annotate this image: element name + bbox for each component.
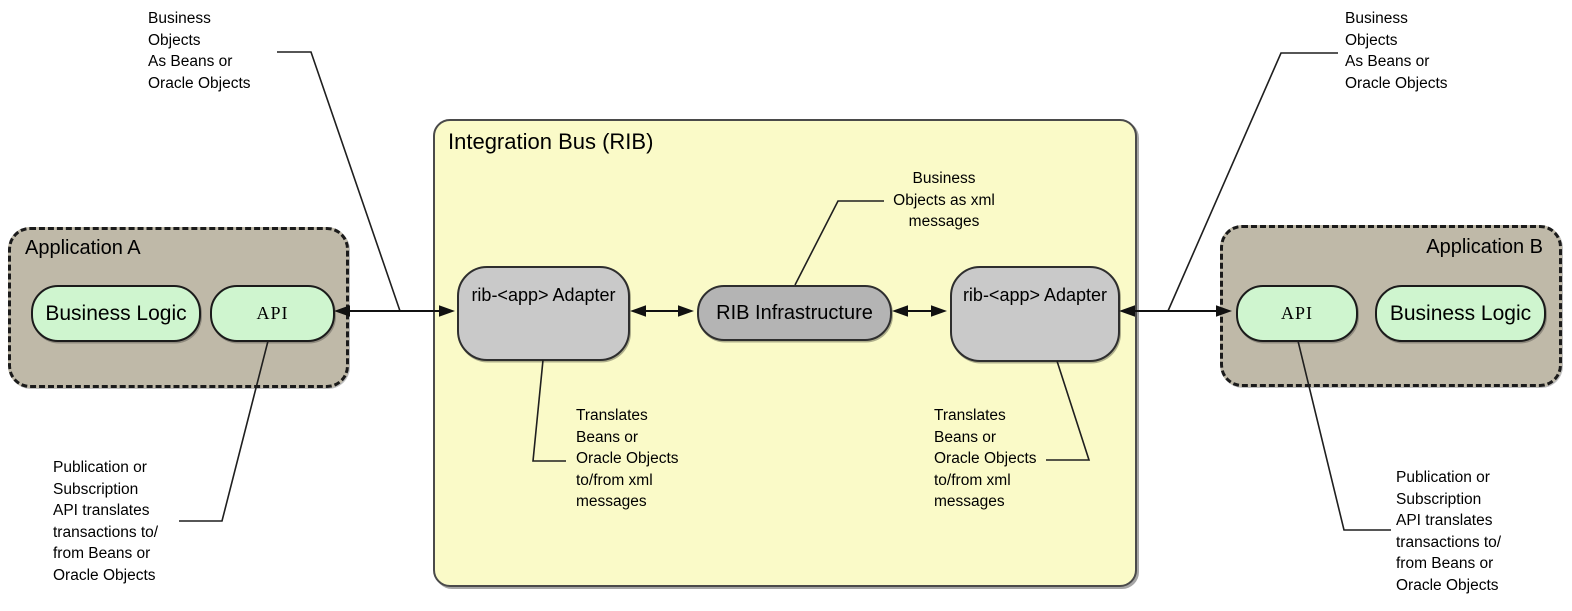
rib-adapter-right: rib-<app> Adapter — [950, 266, 1120, 362]
note-translates-left: Translates Beans or Oracle Objects to/fr… — [576, 407, 679, 510]
api-node-b: API — [1236, 285, 1358, 342]
rib-adapter-left: rib-<app> Adapter — [457, 266, 630, 361]
application-b-title: Application B — [1426, 236, 1543, 258]
note-publication-subscription-left: Publication or Subscription API translat… — [53, 459, 159, 584]
integration-bus-box: Integration Bus (RIB) rib-<app> Adapter … — [433, 119, 1137, 587]
application-b-box: Application B API Business Logic — [1220, 225, 1562, 387]
business-logic-node-a: Business Logic — [31, 285, 201, 342]
note-business-objects-beans-left: Business Objects As Beans or Oracle Obje… — [148, 10, 251, 92]
application-a-box: Application A Business Logic API — [8, 227, 349, 388]
note-business-objects-beans-right: Business Objects As Beans or Oracle Obje… — [1345, 10, 1448, 92]
note-business-objects-xml: Business Objects as xml messages — [893, 170, 995, 230]
application-a-title: Application A — [25, 237, 141, 259]
integration-bus-title: Integration Bus (RIB) — [448, 129, 654, 154]
note-publication-subscription-right: Publication or Subscription API translat… — [1396, 469, 1502, 594]
api-node-a: API — [210, 285, 335, 342]
business-logic-node-b: Business Logic — [1375, 285, 1546, 342]
note-translates-right: Translates Beans or Oracle Objects to/fr… — [934, 407, 1037, 510]
rib-infrastructure: RIB Infrastructure — [697, 285, 892, 341]
